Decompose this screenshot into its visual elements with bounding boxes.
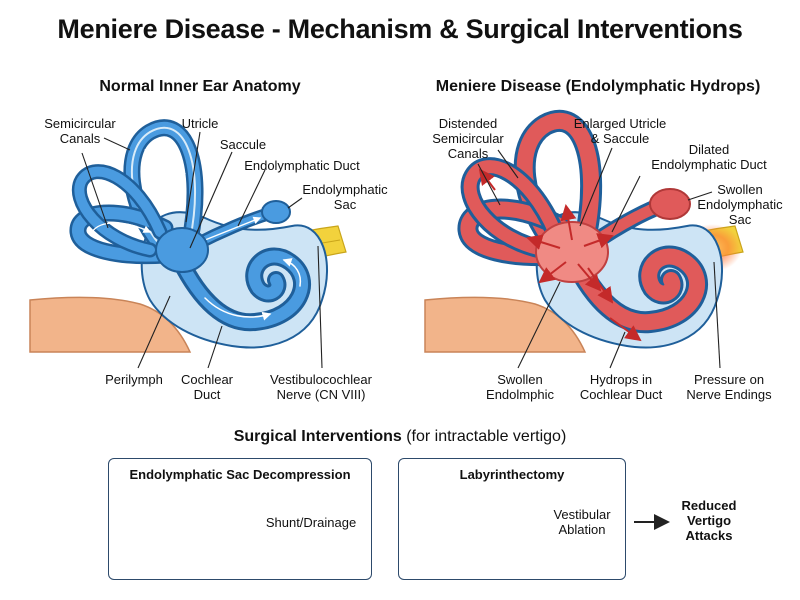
swollen-endolymphatic-sac: [649, 188, 691, 220]
label-enlarged-utricle-saccule: Enlarged Utricle& Saccule: [573, 116, 667, 146]
normal-ear-illustration: [29, 119, 347, 369]
decompression-result: Shunt/Drainage: [265, 515, 357, 530]
disease-panel-title: Meniere Disease (Endolymphatic Hydrops): [435, 78, 761, 95]
surgical-section-title: Surgical Interventions (for intractable …: [0, 428, 800, 446]
labyrinthectomy-title: Labyrinthectomy: [459, 467, 565, 482]
normal-temporal-bone: [29, 296, 192, 353]
normal-panel-title: Normal Inner Ear Anatomy: [99, 78, 301, 95]
label-utricle: Utricle: [181, 116, 219, 131]
decompression-title: Endolymphatic Sac Decompression: [129, 467, 351, 482]
normal-endolymphatic-sac: [261, 200, 291, 224]
main-title: Meniere Disease - Mechanism & Surgical I…: [57, 14, 743, 44]
disease-ear-illustration: [424, 109, 744, 369]
disease-temporal-bone: [424, 296, 587, 353]
surgical-title: Surgical Interventions: [233, 428, 402, 445]
surgical-subtitle: (for intractable vertigo): [401, 428, 567, 445]
enlarged-vestibule: [535, 221, 609, 283]
labyrinthectomy-box: Labyrinthectomy: [398, 458, 626, 580]
label-perilymph: Perilymph: [105, 372, 163, 387]
label-saccule: Saccule: [219, 137, 267, 152]
normal-vestibule: [155, 227, 209, 273]
decompression-box: Endolymphatic Sac Decompression: [108, 458, 372, 580]
label-endolymphatic-duct: Endolymphatic Duct: [244, 158, 360, 173]
